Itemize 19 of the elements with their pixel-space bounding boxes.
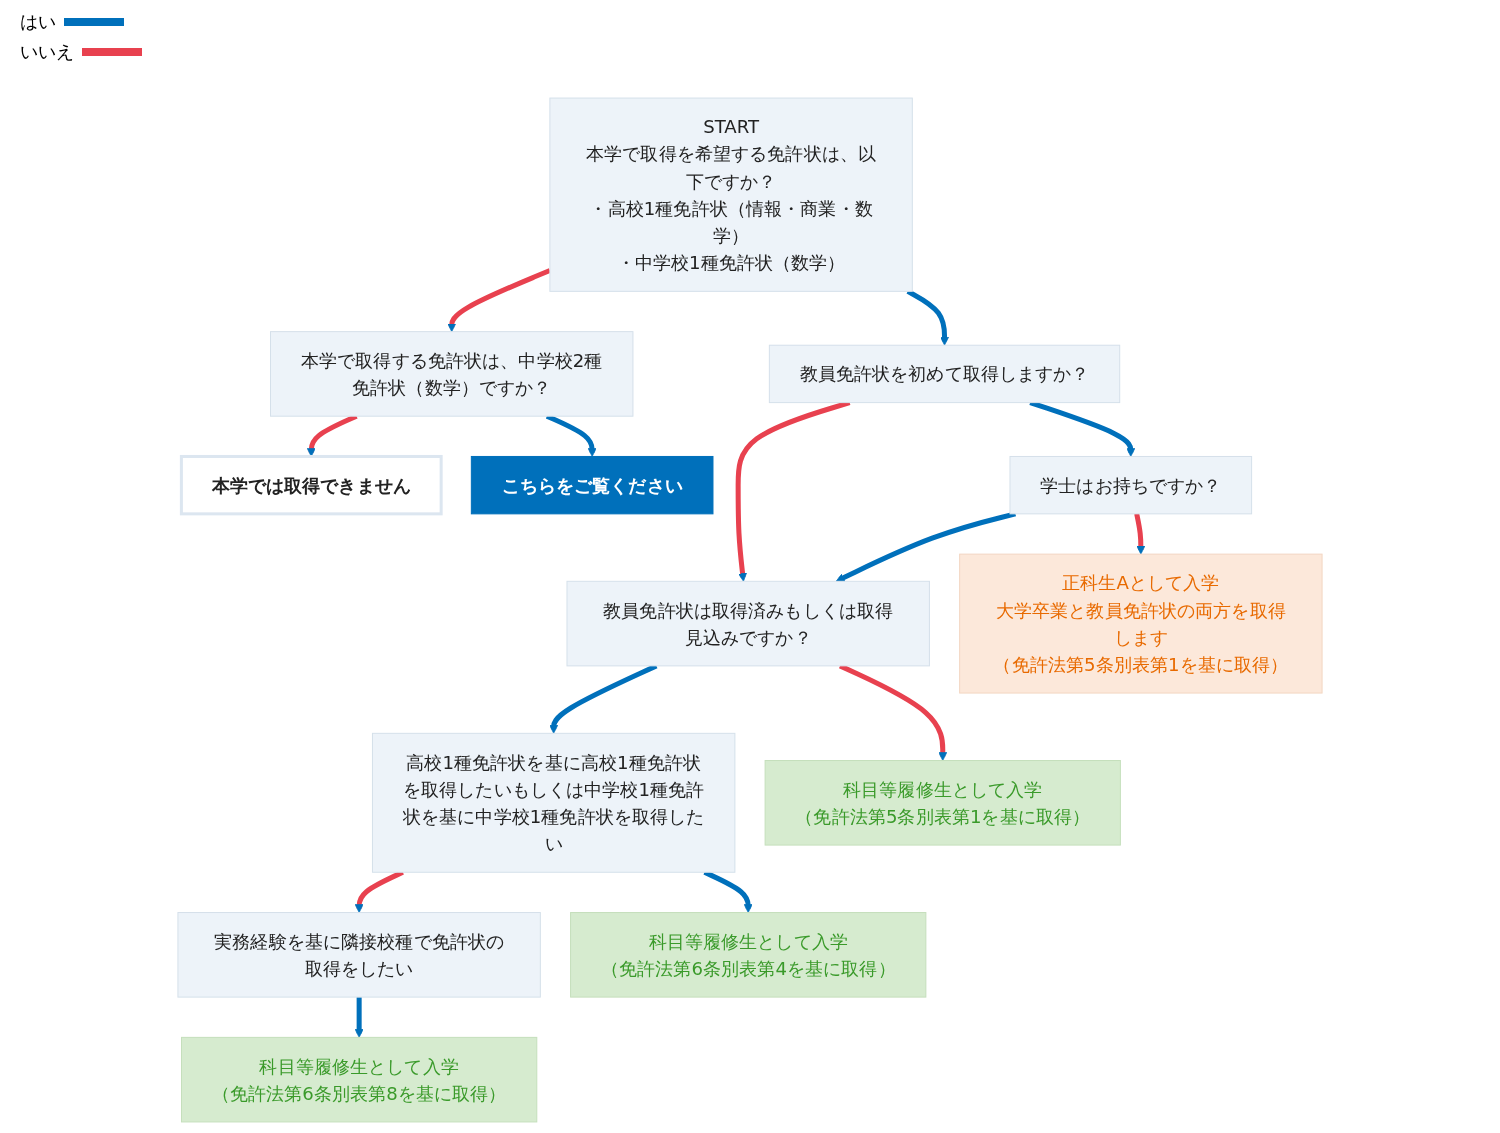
node-box: 本学で取得する免許状は、中学校2種免許状（数学）ですか？ <box>270 331 634 417</box>
arrow <box>906 289 949 346</box>
node-box: 学士はお持ちですか？ <box>1009 455 1253 515</box>
arrow <box>354 997 364 1038</box>
node-box: 正科生Aとして入学 大学卒業と教員免許状の両方を取得します （免許法第5条別表第1を基に取得） <box>959 553 1323 694</box>
node-box: 教員免許状は取得済みもしくは取得見込みですか？ <box>566 580 930 667</box>
arrow <box>835 511 1017 582</box>
node-box: 科目等履修生として入学 （免許法第5条別表第1を基に取得） <box>764 760 1121 846</box>
node-box: こちらをご覧ください <box>470 455 714 515</box>
node-box: 高校1種免許状を基に高校1種免許状を取得したいもしくは中学校1種免許状を基に中学校1種免許状を取得したい <box>371 732 736 873</box>
arrow <box>1134 513 1146 555</box>
node-box: 実務経験を基に隣接校種で免許状の取得をしたい <box>177 912 541 998</box>
legend-label: はい <box>20 10 56 34</box>
node-box: 教員免許状を初めて取得しますか？ <box>768 344 1121 404</box>
node-box: 本学では取得できません <box>179 454 443 516</box>
node-box: 科目等履修生として入学 （免許法第6条別表第8を基に取得） <box>181 1036 538 1123</box>
node-box: START 本学で取得を希望する免許状は、以下ですか？ ・高校1種免許状（情報・商業・数学） ・中学校1種免許状（数学） <box>549 97 913 292</box>
legend-label: いいえ <box>20 40 74 64</box>
node-box: 科目等履修生として入学 （免許法第6条別表第4を基に取得） <box>570 912 927 998</box>
